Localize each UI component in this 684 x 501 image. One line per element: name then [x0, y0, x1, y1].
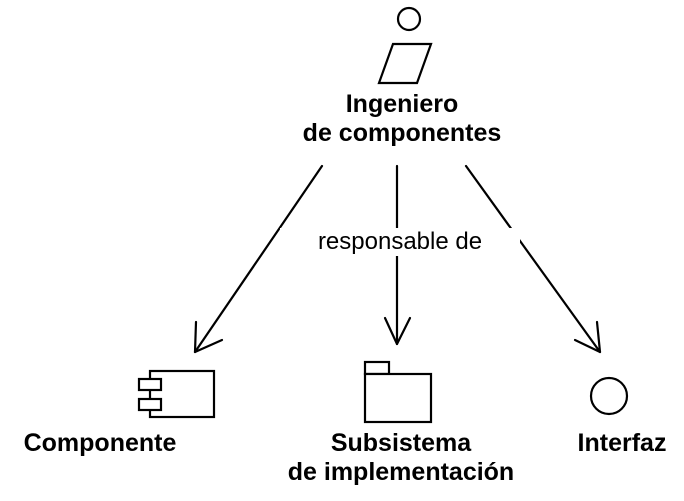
actor-label-line2: de componentes: [302, 118, 502, 147]
subsystem-label-line2: de implementación: [287, 457, 515, 486]
interface-label: Interfaz: [577, 429, 667, 457]
component-icon: [137, 369, 216, 419]
arrows: [193, 164, 602, 354]
arrow-to-interface: [464, 164, 602, 354]
subsystem-folder-icon: [363, 360, 433, 424]
association-label: responsable de: [280, 228, 520, 256]
interface-icon: [589, 376, 629, 416]
actor-label-line1: Ingeniero: [345, 90, 459, 118]
arrow-to-component: [193, 164, 324, 354]
subsystem-label-line1: Subsistema: [330, 429, 472, 457]
actor-label: Ingeniero de componentes: [242, 90, 562, 148]
component-label: Componente: [23, 429, 177, 457]
actor-icon: [377, 6, 433, 85]
actor-body: [377, 42, 433, 85]
subsystem-label: Subsistema de implementación: [268, 429, 534, 487]
actor-head: [396, 6, 422, 32]
